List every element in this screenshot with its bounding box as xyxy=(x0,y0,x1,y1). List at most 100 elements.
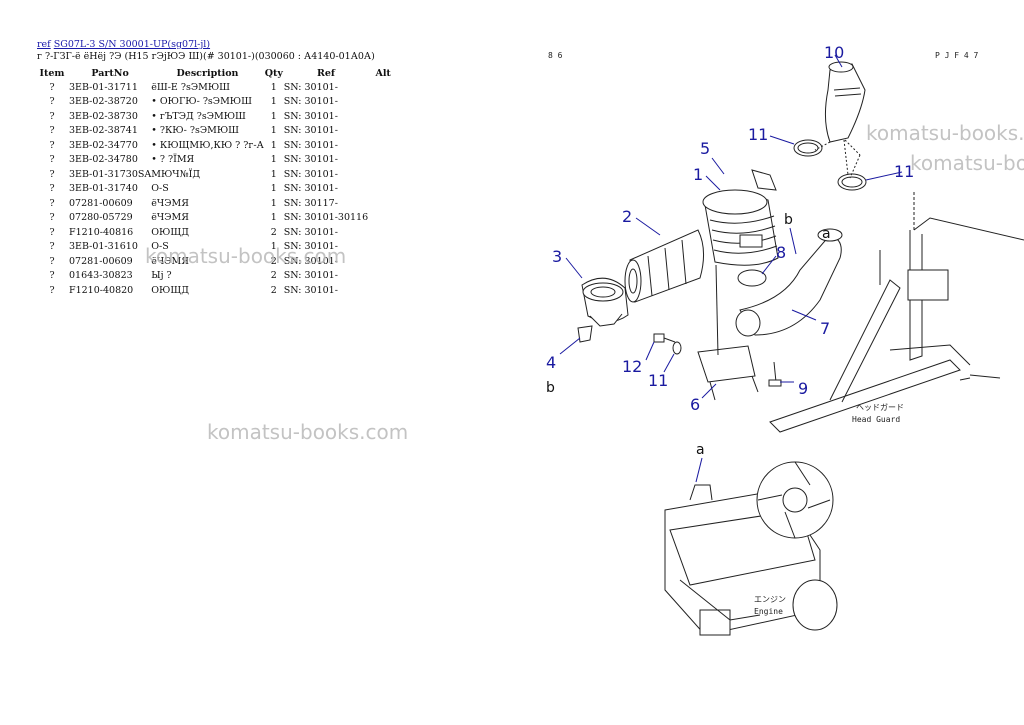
cell-ref: SN: 30101- xyxy=(283,154,338,166)
cell-ref: SN: 30101- xyxy=(283,284,338,296)
cell-alt xyxy=(368,211,398,226)
air-cleaner-body-part xyxy=(702,169,779,266)
cell-partno: 3EB-01-31740 xyxy=(69,183,138,195)
cell-alt xyxy=(368,269,398,284)
hose-clamp-part xyxy=(793,139,867,191)
col-header-description: Description xyxy=(176,67,239,79)
cell-description: О-S xyxy=(151,183,169,195)
cell-item: ? xyxy=(49,197,55,209)
cell-qty: 1 xyxy=(270,110,277,122)
cell-ref: SN: 30117- xyxy=(283,197,338,209)
cell-alt xyxy=(368,240,398,255)
letter-b-top: b xyxy=(784,212,793,228)
diagram-svg: 8 6 P J F 4 7 xyxy=(546,43,1024,636)
cell-alt xyxy=(368,283,398,298)
cell-qty: 1 xyxy=(270,183,277,195)
cell-description: ёШ-Е ?sЭМЮШ xyxy=(151,81,231,93)
cell-description: Ыј ? xyxy=(151,270,172,282)
cell-item: ? xyxy=(49,226,55,238)
cell-partno: 07281-00609 xyxy=(69,255,133,267)
cell-item: ? xyxy=(49,183,55,195)
callout-7: 7 xyxy=(820,319,830,338)
watermark: komatsu-books.com xyxy=(207,420,409,444)
cell-description: • ОЮГЮ- ?sЭМЮШ xyxy=(151,96,252,108)
cell-qty: 1 xyxy=(270,96,277,108)
watermark: komatsu-books.com xyxy=(866,121,1024,145)
cell-alt xyxy=(368,182,398,197)
col-header-ref: Ref xyxy=(316,67,335,79)
parts-table: Item PartNo Description Qty Ref Alt ?3EB… xyxy=(37,66,398,298)
callout-11b: 11 xyxy=(894,162,914,181)
cell-ref: SN: 30101- xyxy=(283,270,338,282)
cell-partno: F1210-40820 xyxy=(69,284,134,296)
ref-link[interactable]: ref xyxy=(37,39,51,50)
cell-partno: 3EB-02-34780 xyxy=(69,154,138,166)
cell-item: ? xyxy=(49,168,55,180)
breadcrumb: ref SG07L-3 S/N 30001-UP(sg07l-jl) xyxy=(37,39,527,51)
callout-4: 4 xyxy=(546,353,556,372)
cell-qty: 1 xyxy=(270,125,277,137)
watermark: komatsu-books.com xyxy=(145,244,347,268)
cell-item: ? xyxy=(49,270,55,282)
cell-ref: SN: 30101- xyxy=(283,241,338,253)
cell-qty: 1 xyxy=(270,197,277,209)
parts-list-panel: ref SG07L-3 S/N 30001-UP(sg07l-jl) г ?-Г… xyxy=(37,39,527,298)
engine-en-label: Engine xyxy=(754,607,783,616)
cell-item: ? xyxy=(49,241,55,253)
callout-2: 2 xyxy=(622,207,632,226)
cell-description: • ? ?ЇМЯ xyxy=(151,154,195,166)
cell-alt xyxy=(368,196,398,211)
model-link[interactable]: SG07L-3 S/N 30001-UP(sg07l-jl) xyxy=(53,39,211,50)
cell-partno: F1210-40816 xyxy=(69,226,134,238)
cell-description: ёЧЭМЯ xyxy=(151,197,189,209)
cell-description: • КЮЩМЮ,КЮ ? ?г-А xyxy=(151,139,264,151)
cell-partno: 3EB-01-31711 xyxy=(69,81,138,93)
engine-jp-label: エンジン xyxy=(754,595,786,604)
cell-ref: SN: 30101- xyxy=(283,255,338,267)
callout-1: 1 xyxy=(693,165,703,184)
cell-alt xyxy=(368,225,398,240)
cell-partno: 01643-30823 xyxy=(69,270,133,282)
callout-13: 12 xyxy=(622,357,642,376)
cell-alt xyxy=(368,109,398,124)
cell-ref: SN: 30101-30116 xyxy=(283,212,369,224)
cover-cap-part xyxy=(581,277,629,327)
intake-pipe-part xyxy=(824,61,866,143)
cell-partno: 3EB-02-34770 xyxy=(69,139,138,151)
cell-alt xyxy=(368,124,398,139)
callout-8: 8 xyxy=(776,243,786,262)
cell-partno: 07280-05729 xyxy=(69,212,133,224)
cell-partno: 3EB-02-38730 xyxy=(69,110,138,122)
cell-ref: SN: 30101- xyxy=(283,168,338,180)
cell-ref: SN: 30101- xyxy=(283,125,338,137)
cell-item: ? xyxy=(49,154,55,166)
col-header-qty: Qty xyxy=(264,67,283,79)
cell-partno: 07281-00609 xyxy=(69,197,133,209)
cell-qty: 2 xyxy=(270,284,277,296)
filter-element-part xyxy=(624,229,704,303)
page-code-left: 8 6 xyxy=(548,51,563,60)
head-guard-jp-label: ヘッドガード xyxy=(856,402,904,412)
head-guard-frame xyxy=(769,190,1024,433)
callout-5: 5 xyxy=(700,139,710,158)
cell-item: ? xyxy=(49,255,55,267)
callout-6: 6 xyxy=(690,395,700,414)
cell-alt xyxy=(368,167,398,182)
dust-valve-part xyxy=(577,325,593,343)
callout-12: 11 xyxy=(648,371,668,390)
cell-item: ? xyxy=(49,212,55,224)
cell-alt xyxy=(368,80,398,95)
page-code-right: P J F 4 7 xyxy=(935,51,979,60)
page-title: г ?-ГЗГ-ё ёНёј ?Э (Н15 гЭјЮЭ Ш)(# 30101-… xyxy=(37,51,375,62)
callout-3: 3 xyxy=(552,247,562,266)
